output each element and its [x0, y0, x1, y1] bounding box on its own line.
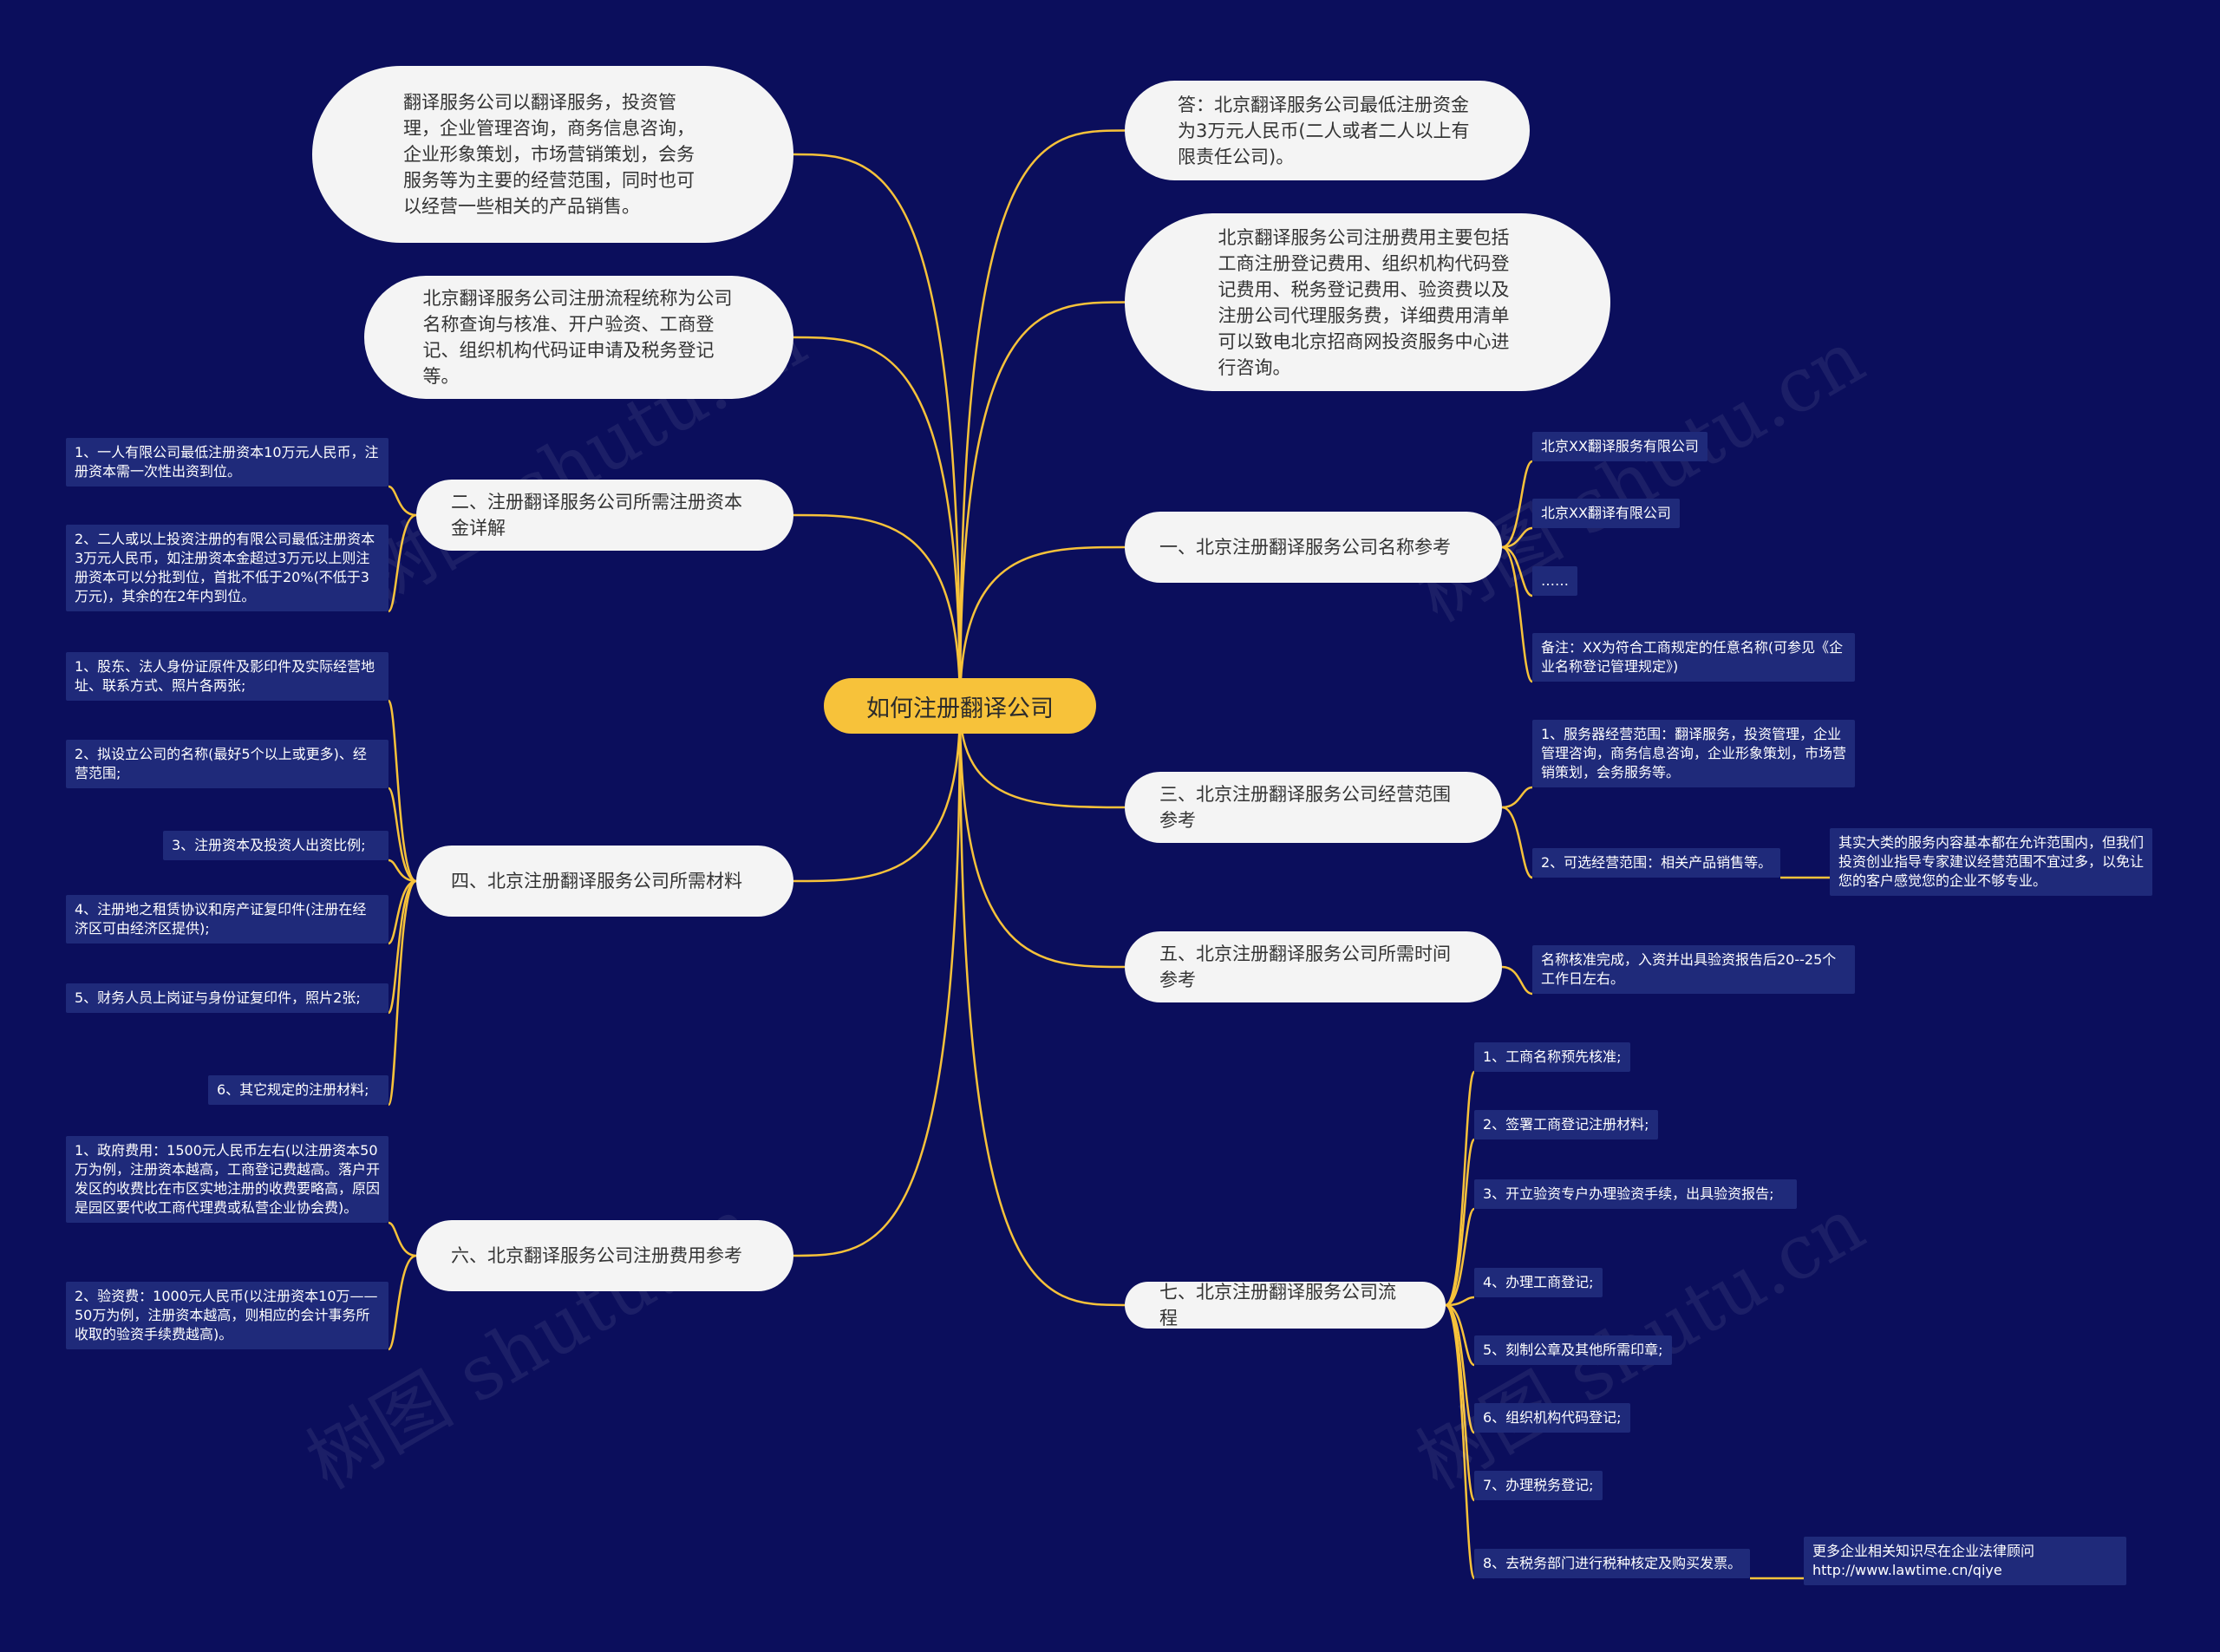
link-leaf-fees-2	[387, 1254, 417, 1351]
link-leaf-materials-3	[388, 859, 417, 883]
leaf-fees-1[interactable]: 1、政府费用：1500元人民币左右(以注册资本50万为例，注册资本越高，工商登记…	[66, 1136, 388, 1223]
link-topic-names	[958, 545, 1126, 707]
topic-cost[interactable]: 北京翻译服务公司注册费用主要包括工商注册登记费用、组织机构代码登记费用、税务登记…	[1125, 213, 1610, 391]
link-topic-cost	[958, 301, 1126, 707]
leaf-capital-2[interactable]: 2、二人或以上投资注册的有限公司最低注册资本3万元人民币，如注册资本金超过3万元…	[66, 525, 388, 611]
topic-cost-text: 北京翻译服务公司注册费用主要包括工商注册登记费用、组织机构代码登记费用、税务登记…	[1218, 226, 1510, 378]
link-topic-capital	[793, 513, 962, 707]
leaf-materials-4[interactable]: 4、注册地之租赁协议和房产证复印件(注册在经济区可由经济区提供);	[66, 895, 388, 944]
topic-time-label: 五、北京注册翻译服务公司所需时间参考	[1159, 944, 1451, 990]
link-leaf-business-1	[1501, 786, 1533, 809]
link-leaf-names-1	[1501, 460, 1533, 549]
topic-process-text: 北京翻译服务公司注册流程统称为公司名称查询与核准、开户验资、工商登记、组织机构代…	[422, 288, 733, 387]
topic-names[interactable]: 一、北京注册翻译服务公司名称参考	[1125, 512, 1502, 583]
leaf-capital-1[interactable]: 1、一人有限公司最低注册资本10万元人民币，注册资本需一次性出资到位。	[66, 438, 388, 486]
topic-time[interactable]: 五、北京注册翻译服务公司所需时间参考	[1125, 931, 1502, 1002]
link-topic-answer	[958, 129, 1126, 707]
link-leaf-flow-2	[1445, 1138, 1476, 1307]
root-label: 如何注册翻译公司	[866, 695, 1054, 722]
topic-flow[interactable]: 七、北京注册翻译服务公司流程	[1125, 1282, 1446, 1329]
leaf-time-1[interactable]: 名称核准完成，入资并出具验资报告后20--25个工作日左右。	[1532, 945, 1855, 994]
link-leaf-flow-1	[1445, 1070, 1476, 1307]
leaf-flow-5[interactable]: 5、刻制公章及其他所需印章;	[1474, 1335, 1672, 1365]
topic-fees-label: 六、北京翻译服务公司注册费用参考	[451, 1245, 742, 1266]
topic-capital[interactable]: 二、注册翻译服务公司所需注册资本金详解	[416, 480, 793, 551]
link-topic-business	[958, 705, 1126, 809]
link-topic-scope	[793, 153, 962, 707]
link-leaf-flow-7	[1445, 1303, 1476, 1502]
link-leaf-flow-4	[1445, 1296, 1475, 1307]
leaf-materials-2[interactable]: 2、拟设立公司的名称(最好5个以上或更多)、经营范围;	[66, 740, 388, 788]
leaf-flow-2[interactable]: 2、签署工商登记注册材料;	[1474, 1110, 1658, 1139]
leaf-materials-1[interactable]: 1、股东、法人身份证原件及影印件及实际经营地址、联系方式、照片各两张;	[66, 652, 388, 701]
leaf-materials-3[interactable]: 3、注册资本及投资人出资比例;	[163, 831, 388, 860]
link-leaf-time-1	[1501, 965, 1533, 996]
link-leaf-materials-2	[387, 787, 417, 883]
link-leaf-names-2	[1501, 526, 1533, 549]
link-topic-time	[958, 705, 1126, 969]
topic-materials[interactable]: 四、北京注册翻译服务公司所需材料	[416, 846, 793, 917]
link-topic-materials	[793, 705, 962, 883]
leaf-materials-6[interactable]: 6、其它规定的注册材料;	[208, 1075, 388, 1105]
link-leaf-names-3	[1501, 545, 1533, 597]
link-leaf-fees-1	[388, 1221, 417, 1257]
leaf-business-2[interactable]: 2、可选经营范围：相关产品销售等。	[1532, 848, 1781, 878]
topic-business[interactable]: 三、北京注册翻译服务公司经营范围参考	[1125, 772, 1502, 843]
link-topic-process	[793, 336, 962, 707]
link-leaf-flow-3	[1445, 1207, 1476, 1307]
link-leaf-names-4	[1501, 545, 1534, 683]
leaf-names-2[interactable]: 北京XX翻译有限公司	[1532, 499, 1680, 528]
leaf-flow-4[interactable]: 4、办理工商登记;	[1474, 1268, 1603, 1297]
leaf-flow-3[interactable]: 3、开立验资专户办理验资手续，出具验资报告;	[1474, 1179, 1797, 1209]
topic-answer-text: 答：北京翻译服务公司最低注册资金为3万元人民币(二人或者二人以上有限责任公司)。	[1178, 94, 1470, 167]
topic-business-label: 三、北京注册翻译服务公司经营范围参考	[1159, 784, 1451, 831]
topic-capital-label: 二、注册翻译服务公司所需注册资本金详解	[451, 492, 742, 539]
link-leaf-materials-1	[387, 699, 417, 883]
leaf-materials-5[interactable]: 5、财务人员上岗证与身份证复印件，照片2张;	[66, 983, 388, 1013]
leaf-business-note[interactable]: 其实大类的服务内容基本都在允许范围内，但我们投资创业指导专家建议经营范围不宜过多…	[1830, 828, 2152, 896]
leaf-flow-8[interactable]: 8、去税务部门进行税种核定及购买发票。	[1474, 1549, 1751, 1578]
link-topic-fees	[793, 705, 962, 1257]
leaf-flow-7[interactable]: 7、办理税务登记;	[1474, 1471, 1603, 1500]
topic-process[interactable]: 北京翻译服务公司注册流程统称为公司名称查询与核准、开户验资、工商登记、组织机构代…	[364, 276, 793, 399]
topic-flow-label: 七、北京注册翻译服务公司流程	[1159, 1282, 1396, 1329]
leaf-names-3[interactable]: ……	[1532, 566, 1577, 596]
leaf-flow-6[interactable]: 6、组织机构代码登记;	[1474, 1403, 1630, 1433]
link-leaf-business-2	[1501, 806, 1533, 879]
link-leaf-flow-5	[1445, 1303, 1475, 1367]
topic-answer[interactable]: 答：北京翻译服务公司最低注册资金为3万元人民币(二人或者二人以上有限责任公司)。	[1125, 81, 1530, 180]
link-leaf-materials-4	[388, 879, 417, 945]
leaf-names-4[interactable]: 备注：XX为符合工商规定的任意名称(可参见《企业名称登记管理规定》)	[1532, 633, 1855, 682]
leaf-business-1[interactable]: 1、服务器经营范围：翻译服务，投资管理，企业管理咨询，商务信息咨询，企业形象策划…	[1532, 720, 1855, 787]
topic-scope[interactable]: 翻译服务公司以翻译服务，投资管理，企业管理咨询，商务信息咨询，企业形象策划，市场…	[312, 66, 793, 243]
leaf-fees-2[interactable]: 2、验资费：1000元人民币(以注册资本10万——50万为例，注册资本越高，则相…	[66, 1282, 388, 1349]
link-leaf-capital-2	[387, 513, 417, 613]
link-leaf-capital-1	[388, 485, 417, 517]
link-leaf-materials-6	[387, 879, 417, 1107]
topic-fees[interactable]: 六、北京翻译服务公司注册费用参考	[416, 1220, 793, 1291]
link-leaf-materials-5	[387, 879, 417, 1015]
leaf-flow-1[interactable]: 1、工商名称预先核准;	[1474, 1042, 1630, 1072]
root-topic[interactable]: 如何注册翻译公司	[824, 678, 1096, 734]
leaf-flow-note[interactable]: 更多企业相关知识尽在企业法律顾问http://www.lawtime.cn/qi…	[1804, 1537, 2126, 1585]
leaf-names-1[interactable]: 北京XX翻译服务有限公司	[1532, 432, 1707, 461]
link-topic-flow	[958, 705, 1126, 1307]
topic-materials-label: 四、北京注册翻译服务公司所需材料	[451, 871, 742, 891]
link-leaf-flow-8	[1444, 1303, 1476, 1580]
topic-names-label: 一、北京注册翻译服务公司名称参考	[1159, 537, 1451, 558]
topic-scope-text: 翻译服务公司以翻译服务，投资管理，企业管理咨询，商务信息咨询，企业形象策划，市场…	[403, 92, 695, 217]
